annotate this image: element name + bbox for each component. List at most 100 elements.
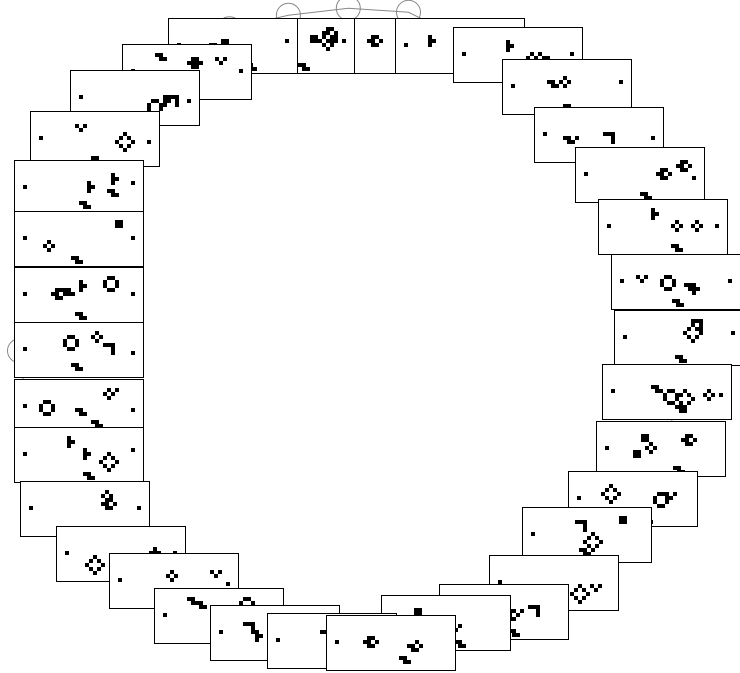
automaton-cell — [719, 393, 723, 397]
automaton-cell — [306, 67, 310, 71]
automaton-cell — [731, 331, 735, 335]
automaton-cell — [611, 140, 615, 144]
automaton-cell — [668, 287, 672, 291]
automaton-frame — [611, 254, 740, 310]
automaton-cell — [587, 536, 591, 540]
automaton-cell — [226, 582, 230, 586]
automaton-cell — [689, 442, 693, 446]
automaton-cell — [118, 578, 122, 582]
automaton-cell — [404, 43, 408, 47]
automaton-cell — [570, 52, 574, 56]
automaton-cell — [683, 359, 687, 363]
automaton-cell — [693, 438, 697, 442]
automaton-frame — [326, 615, 456, 671]
automaton-cell — [322, 31, 326, 35]
automaton-cell — [334, 35, 338, 39]
automaton-cell — [101, 563, 105, 567]
automaton-cell — [115, 388, 119, 392]
automaton-cell — [664, 176, 668, 180]
automaton-cell — [375, 43, 379, 47]
automaton-cell — [23, 404, 27, 408]
automaton-cell — [89, 559, 93, 563]
automaton-cell — [679, 248, 683, 252]
automaton-frame — [14, 211, 144, 267]
automaton-cell — [75, 343, 79, 347]
automaton-cell — [571, 140, 575, 144]
automaton-cell — [415, 648, 419, 652]
automaton-cell — [285, 39, 289, 43]
automaton-cell — [669, 496, 673, 500]
automaton-cell — [584, 172, 588, 176]
automaton-cell — [623, 335, 627, 339]
automaton-cell — [520, 609, 524, 613]
automaton-cell — [111, 464, 115, 468]
automaton-cell — [330, 43, 334, 47]
automaton-cell — [187, 99, 191, 103]
automaton-cell — [458, 624, 462, 628]
automaton-cell — [163, 103, 167, 107]
automaton-cell — [691, 397, 695, 401]
automaton-cell — [127, 144, 131, 148]
automaton-cell — [672, 283, 676, 287]
automaton-frame — [14, 427, 144, 483]
automaton-cell — [23, 347, 27, 351]
automaton-cell — [131, 181, 135, 185]
automaton-cell — [47, 412, 51, 416]
automaton-cell — [29, 506, 33, 510]
automaton-cell — [99, 335, 103, 339]
automaton-cell — [512, 617, 516, 621]
automaton-cell — [611, 389, 615, 393]
automaton-cell — [594, 588, 598, 592]
automaton-cell — [640, 279, 644, 283]
automaton-cell — [103, 456, 107, 460]
automaton-cell — [555, 84, 559, 88]
automaton-cell — [111, 392, 115, 396]
automaton-cell — [111, 181, 115, 185]
automaton-cell — [586, 592, 590, 596]
automaton-cell — [379, 39, 383, 43]
automaton-cell — [83, 284, 87, 288]
automaton-frame — [575, 147, 705, 203]
automaton-cell — [23, 452, 27, 456]
automaton-cell — [668, 172, 672, 176]
automaton-cell — [575, 136, 579, 140]
automaton-cell — [23, 292, 27, 296]
automaton-cell — [432, 39, 436, 43]
automaton-cell — [617, 492, 621, 496]
automaton-cell — [259, 634, 263, 638]
automaton-cell — [79, 367, 83, 371]
automaton-cell — [619, 80, 623, 84]
automaton-cell — [574, 588, 578, 592]
automaton-cell — [199, 61, 203, 65]
automaton-cell — [675, 228, 679, 232]
automaton-cell — [715, 224, 719, 228]
automaton-cell — [609, 500, 613, 504]
automaton-cell — [195, 65, 199, 69]
automaton-cell — [607, 224, 611, 228]
automaton-cell — [623, 520, 627, 524]
automaton-cell — [71, 347, 75, 351]
automaton-cell — [342, 39, 346, 43]
automaton-cell — [107, 396, 111, 400]
automaton-frame — [14, 160, 144, 216]
automaton-cell — [67, 444, 71, 448]
automaton-cell — [107, 388, 111, 392]
automaton-cell — [687, 327, 691, 331]
automaton-cell — [131, 292, 135, 296]
automaton-cell — [688, 164, 692, 168]
automaton-cell — [536, 613, 540, 617]
automaton-cell — [131, 448, 135, 452]
automaton-cell — [253, 67, 257, 71]
automaton-cell — [87, 189, 91, 193]
automaton-cell — [111, 288, 115, 292]
automaton-cell — [605, 446, 609, 450]
automaton-cell — [728, 279, 732, 283]
automaton-cell — [613, 496, 617, 500]
automaton-frame — [30, 111, 160, 167]
automaton-cell — [582, 596, 586, 600]
automaton-cell — [115, 460, 119, 464]
automaton-cell — [462, 52, 466, 56]
automaton-cell — [63, 292, 67, 296]
automaton-cell — [375, 640, 379, 644]
